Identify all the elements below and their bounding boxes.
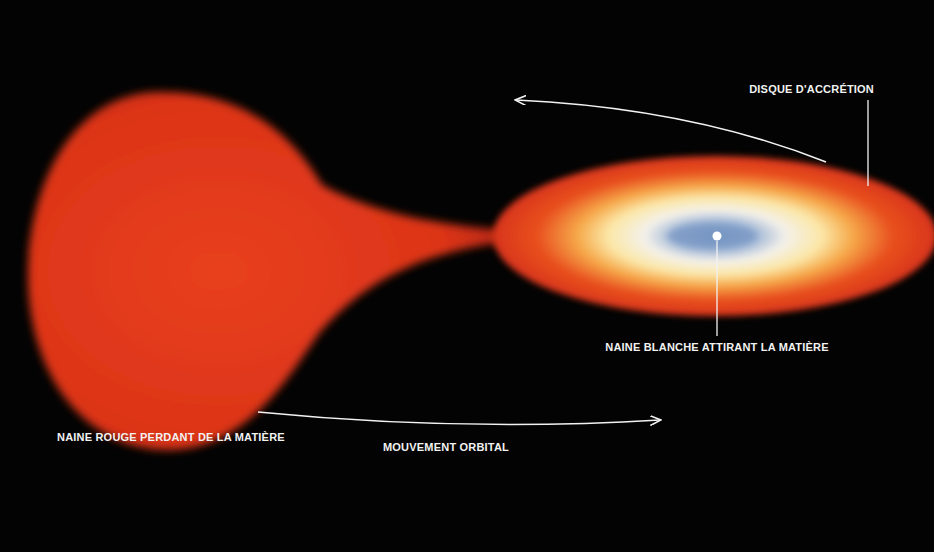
orbit-arrow-top xyxy=(516,100,826,162)
caption-label: MOUVEMENT ORBITAL xyxy=(383,441,509,454)
caption-label: NAINE ROUGE PERDANT DE LA MATIÈRE xyxy=(57,431,285,444)
leader-line xyxy=(716,241,717,336)
white-dwarf xyxy=(713,232,722,241)
orbit-arrow-bottom xyxy=(258,412,660,425)
disk-core xyxy=(667,224,757,248)
caption-label: NAINE BLANCHE ATTIRANT LA MATIÈRE xyxy=(605,341,829,354)
caption-label: DISQUE D'ACCRÉTION xyxy=(749,83,874,96)
leader-line xyxy=(867,100,868,186)
red-dwarf xyxy=(28,92,505,450)
